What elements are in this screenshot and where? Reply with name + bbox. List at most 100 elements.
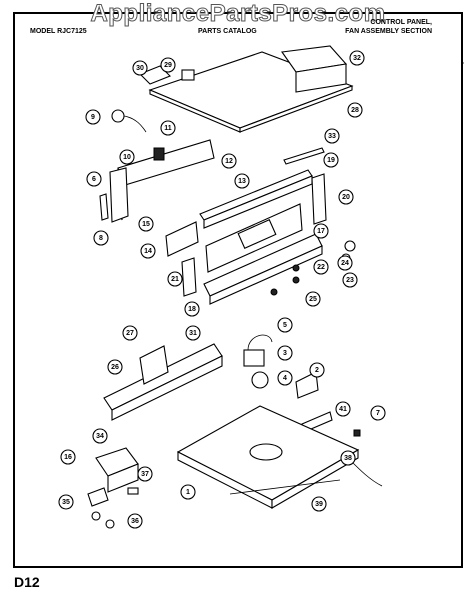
callout-label: 30 [136,65,144,72]
callout-label: 31 [189,330,197,337]
callout-14: 14 [140,243,156,259]
motor-part [243,334,273,389]
fan-bracket-part [103,343,223,421]
right-bracket-part [311,173,327,225]
callout-label: 2 [315,367,319,374]
callout-5: 5 [277,317,293,333]
model-label: MODEL RJC7125 [30,28,87,35]
fan-blade-part [295,371,319,399]
left-strip-part [99,193,109,221]
callout-label: 32 [353,55,361,62]
callout-28: 28 [347,102,363,118]
cord-part [349,459,383,487]
callout-label: 23 [346,277,354,284]
callout-38: 38 [340,450,356,466]
small-hardware-part [87,487,139,529]
callout-41: 41 [335,401,351,417]
corner-mark: - [461,58,464,67]
callout-8: 8 [93,230,109,246]
callout-label: 22 [317,264,325,271]
callout-39: 39 [311,496,327,512]
callout-15: 15 [138,216,154,232]
callout-22: 22 [313,259,329,275]
callout-33: 33 [324,128,340,144]
section-title-line-2: FAN ASSEMBLY SECTION [345,28,432,35]
callout-label: 38 [344,455,352,462]
diagram-frame [13,12,463,568]
callout-34: 34 [92,428,108,444]
callout-label: 37 [141,471,149,478]
trim-part [203,233,323,305]
callout-7: 7 [370,405,386,421]
section-title-line-1: CONTROL PANEL, [370,19,432,26]
callout-label: 29 [164,62,172,69]
callout-label: 13 [238,178,246,185]
screw-part [353,429,361,437]
callout-29: 29 [160,57,176,73]
callout-17: 17 [313,223,329,239]
side-bracket-part [181,257,197,297]
page-code: D12 [14,574,40,590]
bottom-panel-part [176,405,360,509]
callout-37: 37 [137,466,153,482]
callout-24: 24 [337,255,353,271]
callout-label: 27 [126,330,134,337]
rod-part [283,147,325,165]
callout-label: 19 [327,157,335,164]
callout-label: 17 [317,228,325,235]
callout-26: 26 [107,359,123,375]
callout-25: 25 [305,291,321,307]
callout-label: 9 [91,114,95,121]
callout-21: 21 [167,271,183,287]
callout-6: 6 [86,171,102,187]
callout-label: 4 [283,375,287,382]
watermark: AppliancePartsPros.com [90,0,386,28]
callout-19: 19 [323,152,339,168]
callout-label: 18 [188,306,196,313]
switch-part [165,221,199,257]
callout-20: 20 [338,189,354,205]
callout-23: 23 [342,272,358,288]
catalog-label: PARTS CATALOG [198,28,257,35]
callout-18: 18 [184,301,200,317]
callout-label: 35 [62,499,70,506]
channel-part [281,45,348,93]
callout-label: 24 [341,260,349,267]
callout-label: 7 [376,410,380,417]
callout-label: 26 [111,364,119,371]
callout-label: 41 [339,406,347,413]
callout-2: 2 [309,362,325,378]
callout-label: 11 [164,125,172,132]
callout-label: 5 [283,322,287,329]
callout-31: 31 [185,325,201,341]
callout-label: 15 [142,221,150,228]
callout-label: 21 [171,276,179,283]
callout-label: 36 [131,518,139,525]
callout-36: 36 [127,513,143,529]
callout-30: 30 [132,60,148,76]
front-panel-part [205,203,303,273]
callout-label: 33 [328,133,336,140]
callout-13: 13 [234,173,250,189]
callout-27: 27 [122,325,138,341]
callout-label: 10 [123,154,131,161]
callout-10: 10 [119,149,135,165]
callout-label: 25 [309,296,317,303]
callout-label: 6 [92,176,96,183]
callout-label: 39 [315,501,323,508]
callout-1: 1 [180,484,196,500]
callout-label: 28 [351,107,359,114]
clip-part [181,69,195,81]
rear-panel-part [109,139,215,223]
callout-label: 20 [342,194,350,201]
callout-label: 34 [96,433,104,440]
callout-label: 16 [64,454,72,461]
callout-label: 3 [283,350,287,357]
callout-4: 4 [277,370,293,386]
relay-part [95,447,139,493]
callout-16: 16 [60,449,76,465]
callout-11: 11 [160,120,176,136]
callout-3: 3 [277,345,293,361]
callout-label: 8 [99,235,103,242]
label-part [139,65,171,85]
